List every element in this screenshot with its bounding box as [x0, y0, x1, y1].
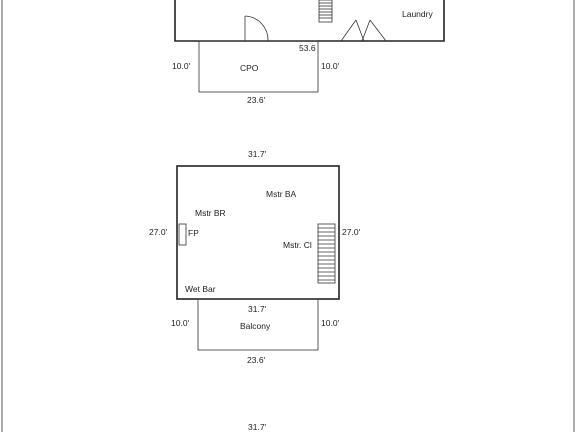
cpo-width-top: 53.6	[299, 43, 316, 53]
room-label-laundry: Laundry	[402, 9, 433, 19]
door-swing-icon	[244, 15, 269, 42]
balcony-width-bottom: 23.6'	[247, 355, 266, 365]
balcony-depth-right: 10.0'	[321, 318, 340, 328]
balcony-depth-left: 10.0'	[171, 318, 190, 328]
middle-right-dimension: 27.0'	[342, 227, 361, 237]
upper-stairs-icon	[318, 0, 333, 23]
cpo-width-bottom: 23.6'	[247, 95, 266, 105]
middle-stairs-icon	[317, 223, 336, 284]
lower-floor: 31.7'	[248, 422, 267, 432]
room-label-wet-bar: Wet Bar	[185, 284, 216, 294]
balcony-outline	[197, 298, 319, 351]
fireplace-icon	[178, 223, 187, 246]
room-label-mstr-ba: Mstr BA	[266, 189, 297, 199]
middle-top-dimension: 31.7'	[248, 149, 267, 159]
cpo-label: CPO	[240, 63, 259, 73]
cpo-outline	[198, 40, 319, 93]
middle-bottom-dimension: 31.7'	[248, 304, 267, 314]
room-label-mstr-cl: Mstr. Cl	[283, 240, 312, 250]
room-label-fp: FP	[188, 228, 199, 238]
middle-floor-walls	[176, 165, 340, 300]
double-door-icon	[340, 19, 387, 42]
middle-floor: 31.7' 27.0' 27.0' Mstr BA Mstr BR FP Mst…	[149, 149, 361, 365]
upper-floor-walls	[174, 0, 445, 42]
lower-top-dimension: 31.7'	[248, 422, 267, 432]
middle-left-dimension: 27.0'	[149, 227, 168, 237]
balcony-label: Balcony	[240, 321, 271, 331]
upper-floor: Laundry 53.6 CPO 10.0' 10.0' 23.6'	[172, 0, 445, 105]
cpo-depth-left: 10.0'	[172, 61, 191, 71]
room-label-mstr-br: Mstr BR	[195, 208, 226, 218]
cpo-depth-right: 10.0'	[321, 61, 340, 71]
